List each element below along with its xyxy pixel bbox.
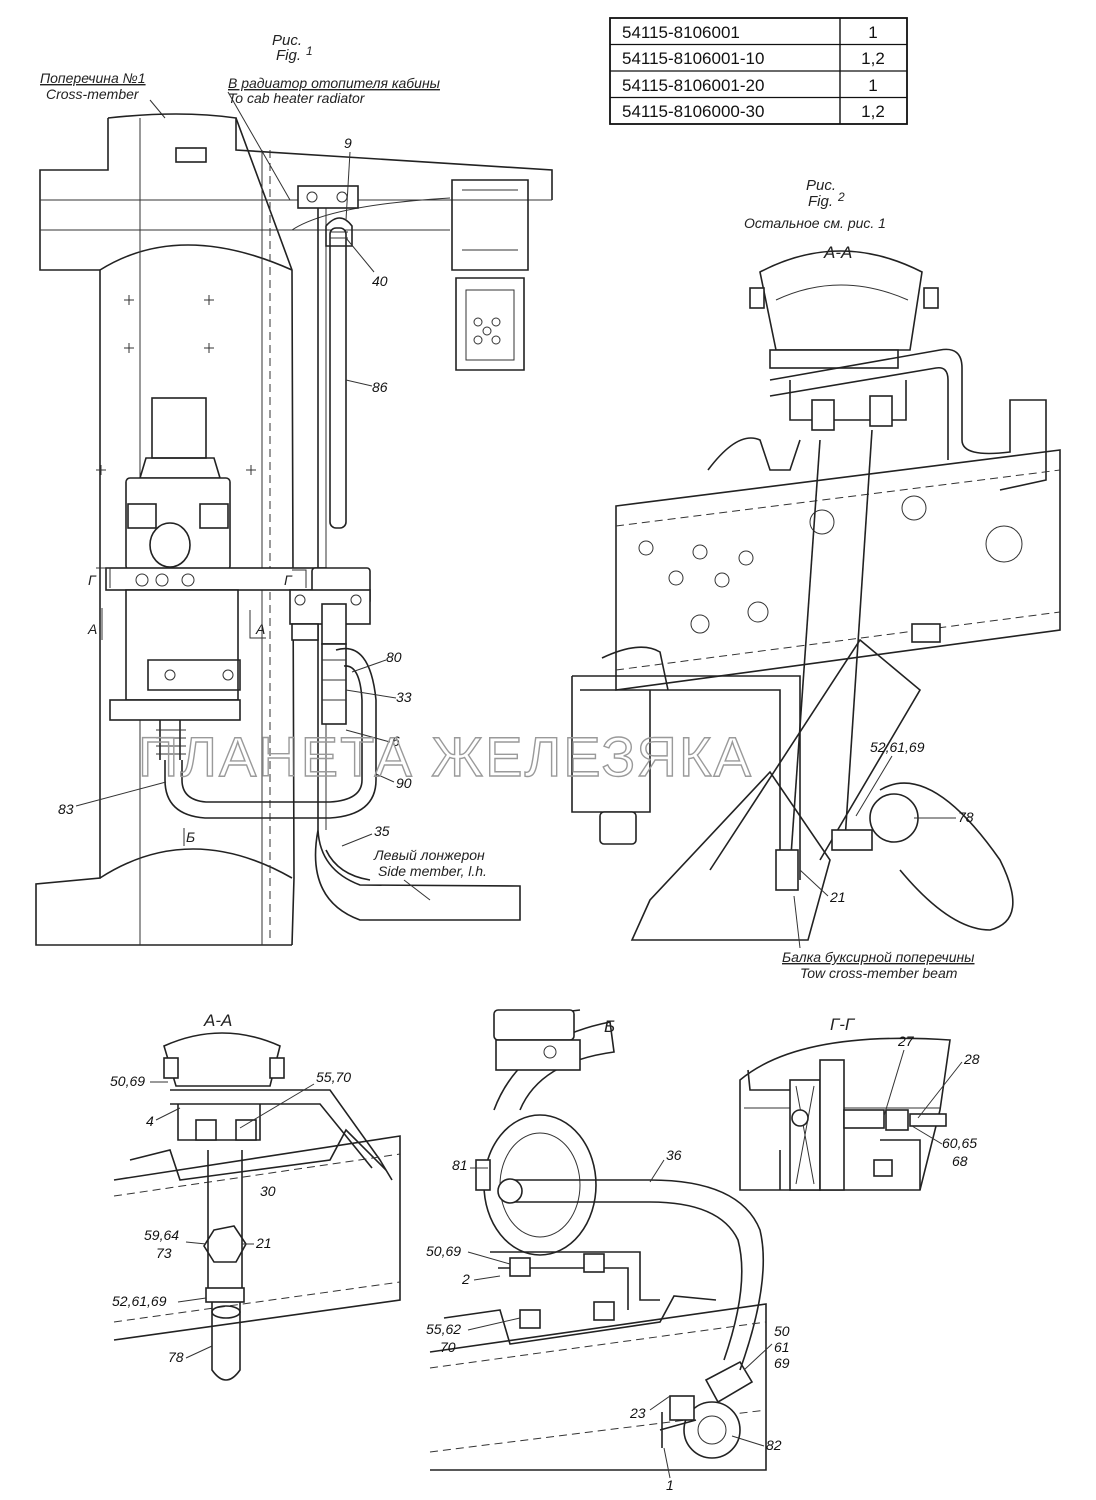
- callout-40: 40: [372, 273, 388, 289]
- view-aa-title: А-А: [203, 1011, 232, 1030]
- b-callout-50: 50: [774, 1323, 790, 1339]
- aa-callout-78: 78: [168, 1349, 184, 1365]
- fig2-beam-en: Tow cross-member beam: [800, 965, 958, 981]
- callout-90: 90: [396, 775, 412, 791]
- b-callout-70: 70: [440, 1339, 456, 1355]
- callout-52-61-69: 52,61,69: [870, 739, 925, 755]
- fig1-section-g-right: Г: [284, 572, 293, 588]
- callout-83: 83: [58, 801, 74, 817]
- figure-1: Рис. Fig. 1 Поперечина №1 Cross-member В…: [35, 32, 553, 946]
- fig1-radiator-en: To cab heater radiator: [228, 90, 366, 106]
- aa-callout-52-61-69: 52,61,69: [112, 1293, 167, 1309]
- fig1-sidemember-en: Side member, l.h.: [378, 863, 487, 879]
- fig2-beam-ru: Балка буксирной поперечины: [782, 949, 975, 965]
- b-callout-82: 82: [766, 1437, 782, 1453]
- fig1-title-ru: Рис.: [272, 32, 302, 49]
- view-b: Б 36 81 50,69 2: [426, 1009, 790, 1493]
- fig1-radiator-ru: В радиатор отопителя кабины: [228, 75, 441, 91]
- fig1-section-a-right: А: [255, 621, 265, 637]
- callout-33: 33: [396, 689, 412, 705]
- aa-callout-30: 30: [260, 1183, 276, 1199]
- fig2-title-ru: Рис.: [806, 177, 836, 194]
- table-part-3: 54115-8106001-20: [622, 76, 764, 95]
- b-callout-23: 23: [629, 1405, 646, 1421]
- valve-assembly: [105, 397, 327, 760]
- gg-callout-27: 27: [897, 1033, 915, 1049]
- callout-6: 6: [392, 733, 400, 749]
- fig1-crossmember-ru: Поперечина №1: [40, 70, 146, 86]
- b-callout-2: 2: [461, 1271, 470, 1287]
- b-callout-36: 36: [666, 1147, 682, 1163]
- fig2-number: 2: [837, 190, 845, 204]
- fig1-number: 1: [306, 44, 313, 58]
- callout-86: 86: [372, 379, 388, 395]
- view-gg-title: Г-Г: [830, 1015, 856, 1034]
- fig1-section-b: Б: [186, 829, 195, 845]
- gg-callout-60-65: 60,65: [942, 1135, 977, 1151]
- aa-callout-55-70: 55,70: [316, 1069, 351, 1085]
- aa-callout-4: 4: [146, 1113, 154, 1129]
- b-callout-61: 61: [774, 1339, 790, 1355]
- view-gg: Г-Г 27 28 60,65 68: [739, 1015, 980, 1191]
- fig1-section-g-left: Г: [88, 572, 97, 588]
- fig1-section-a-left: А: [87, 621, 97, 637]
- table-fig-1: 1: [868, 23, 877, 42]
- table-fig-2: 1,2: [861, 49, 885, 68]
- fig1-title-en: Fig.: [276, 47, 301, 64]
- fig1-crossmember-en: Cross-member: [46, 86, 140, 102]
- b-callout-81: 81: [452, 1157, 468, 1173]
- callout-78: 78: [958, 809, 974, 825]
- gg-callout-68: 68: [952, 1153, 968, 1169]
- parts-table: 54115-8106001 1 54115-8106001-10 1,2 541…: [609, 17, 908, 125]
- figure-2: Рис. Fig. 2 Остальное см. рис. 1 А-А: [137, 177, 1061, 981]
- callout-80: 80: [386, 649, 402, 665]
- view-aa: А-А 50,69 4 55,70 30 59,64 73 21 52,61,6…: [110, 1011, 401, 1381]
- table-part-4: 54115-8106000-30: [622, 102, 764, 121]
- watermark: ПЛАНЕТА ЖЕЛЕЗЯКА: [138, 725, 753, 788]
- aa-callout-73: 73: [156, 1245, 172, 1261]
- b-callout-69: 69: [774, 1355, 790, 1371]
- fig2-section: А-А: [823, 243, 852, 262]
- callout-21: 21: [829, 889, 846, 905]
- b-callout-1: 1: [666, 1477, 674, 1493]
- fig2-title-en: Fig.: [808, 193, 833, 210]
- gg-callout-28: 28: [963, 1051, 980, 1067]
- b-callout-50-69: 50,69: [426, 1243, 461, 1259]
- b-callout-55-62: 55,62: [426, 1321, 461, 1337]
- view-b-title: Б: [604, 1017, 615, 1036]
- callout-9: 9: [344, 135, 352, 151]
- aa-callout-50-69: 50,69: [110, 1073, 145, 1089]
- table-fig-3: 1: [868, 76, 877, 95]
- table-fig-4: 1,2: [861, 102, 885, 121]
- table-part-2: 54115-8106001-10: [622, 49, 764, 68]
- fig2-note: Остальное см. рис. 1: [744, 215, 886, 231]
- aa-callout-59-64: 59,64: [144, 1227, 179, 1243]
- aa-callout-21: 21: [255, 1235, 272, 1251]
- fig1-sidemember-ru: Левый лонжерон: [373, 847, 485, 863]
- table-part-1: 54115-8106001: [622, 23, 740, 42]
- callout-35: 35: [374, 823, 390, 839]
